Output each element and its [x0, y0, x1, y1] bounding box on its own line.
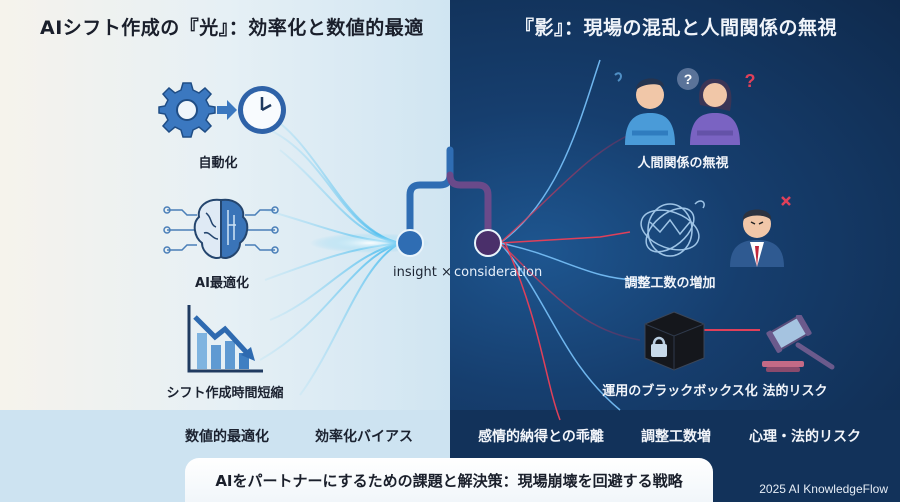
item-automation-label: 自動化	[198, 156, 238, 171]
item-ai-optimization-label: AI最適化	[195, 276, 249, 291]
item-legal-risk-label: 法的リスク	[762, 384, 828, 399]
keyword-effort-increase: 調整工数増	[641, 429, 711, 445]
left-title: AIシフト作成の『光』：効率化と数値的最適	[40, 17, 424, 39]
confused-people-icon: ? ?	[614, 68, 756, 145]
footer-banner: AIをパートナーにするための課題と解決策：現場崩壊を回避する戦略	[185, 458, 713, 502]
gear-to-clock-icon	[158, 82, 286, 138]
gavel-icon	[762, 315, 835, 372]
footer-title: AIをパートナーにするための課題と解決策：現場崩壊を回避する戦略	[215, 471, 683, 490]
credit-text: 2025 AI KnowledgeFlow	[759, 482, 888, 496]
keyword-numeric-optimization: 数値的最適化	[185, 429, 269, 445]
ai-brain-circuit-icon	[163, 198, 279, 259]
item-adjustment-effort-label: 調整工数の増加	[624, 276, 716, 291]
item-relationship-ignored-label: 人間関係の無視	[637, 156, 729, 171]
keyword-emotional-gap: 感情的納得との乖離	[478, 429, 604, 445]
svg-text:?: ?	[684, 71, 693, 87]
keyword-psych-legal-risk: 心理・法的リスク	[749, 429, 861, 445]
right-title: 『影』：現場の混乱と人間関係の無視	[515, 17, 838, 39]
locked-black-box-icon	[644, 311, 705, 371]
tangled-lines-angry-manager-icon	[640, 196, 791, 267]
item-black-box-label: 運用のブラックボックス化	[602, 384, 758, 399]
consideration-label: consideration	[454, 265, 543, 280]
declining-chart-icon	[187, 305, 263, 373]
keyword-efficiency-bias: 効率化バイアス	[315, 429, 413, 445]
item-shift-time-reduction-label: シフト作成時間短縮	[166, 386, 284, 401]
insight-label: insight ×	[393, 265, 452, 280]
svg-text:?: ?	[745, 71, 756, 91]
